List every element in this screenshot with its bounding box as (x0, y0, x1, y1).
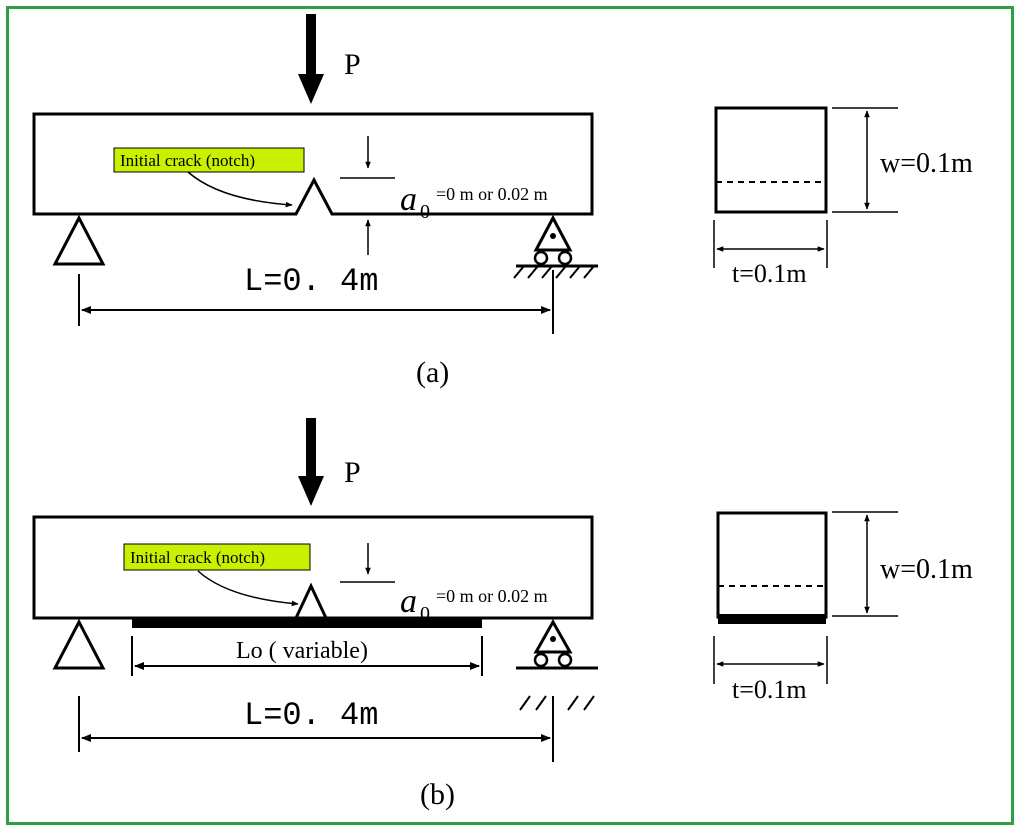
a0-symbol-a: a (400, 181, 417, 218)
notch-label-a: Initial crack (notch) (120, 151, 255, 170)
load-arrow-b (298, 418, 324, 506)
notch-pointer-a (187, 171, 293, 208)
load-arrow-a (298, 14, 324, 104)
roller-support-b (516, 618, 598, 711)
lo-label-b: Lo ( variable) (236, 638, 368, 664)
a0-symbol-b: a (400, 583, 417, 620)
load-label-a: P (344, 48, 361, 81)
section-plate-b (718, 614, 826, 624)
notch-pointer-b (197, 570, 299, 607)
panel-a: P Initial crack (notch) a 0 =0 m or 0.02… (32, 14, 973, 389)
notch-b (293, 582, 329, 620)
span-label-b: L=0. 4m (244, 697, 378, 734)
roller-support-a (513, 214, 598, 279)
cross-section-b (716, 511, 828, 619)
a0-subscript-a: 0 (420, 201, 430, 223)
a0-subscript-b: 0 (420, 603, 430, 625)
beam-a (32, 112, 594, 216)
load-label-b: P (344, 456, 361, 489)
a0-value-b: =0 m or 0.02 m (436, 586, 548, 606)
caption-b: (b) (420, 778, 455, 811)
t-label-b: t=0.1m (732, 675, 807, 704)
cross-section-a (714, 106, 828, 214)
caption-a: (a) (416, 356, 449, 389)
bonded-plate-b (132, 618, 482, 628)
pin-support-b (52, 618, 106, 670)
w-label-b: w=0.1m (880, 554, 973, 585)
figure-frame (6, 6, 1014, 825)
span-label-a: L=0. 4m (244, 263, 378, 300)
a0-value-a: =0 m or 0.02 m (436, 184, 548, 204)
notch-label-box-b (123, 543, 311, 571)
t-label-a: t=0.1m (732, 259, 807, 288)
notch-label-box-a (113, 147, 305, 173)
panel-b: P Initial crack (notch) a 0 =0 m or 0.02… (32, 418, 973, 811)
w-label-a: w=0.1m (880, 148, 973, 179)
notch-label-b: Initial crack (notch) (130, 548, 265, 567)
pin-support-a (52, 214, 106, 266)
